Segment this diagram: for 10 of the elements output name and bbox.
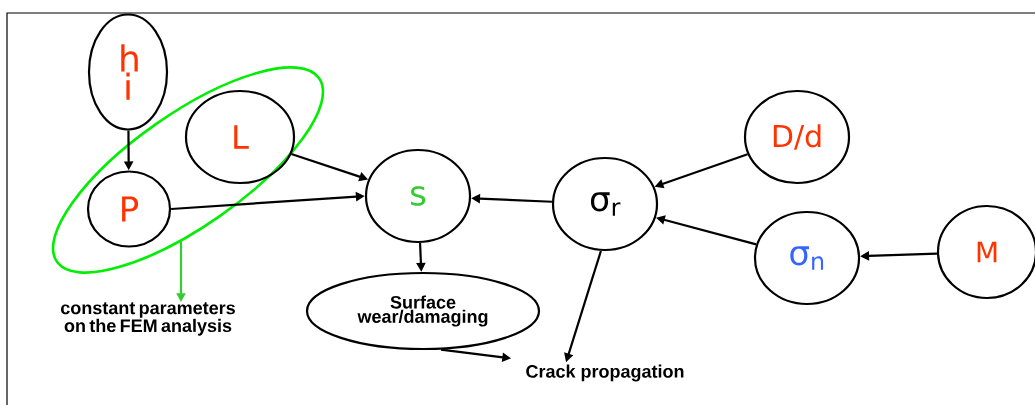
node-label: Crack propagation (526, 364, 684, 382)
ellipse-node: s (364, 148, 472, 244)
ellipse-node: Surface wear/damaging (305, 271, 541, 351)
ellipse-node: h i (87, 13, 169, 131)
ellipse-node: σ$_{n}$ (753, 210, 861, 306)
ellipse-node: D/d (743, 89, 851, 185)
ellipse-node: L (184, 89, 296, 185)
node-label: constant parameters on the FEM analysis (61, 302, 235, 336)
ellipse-node: P (86, 170, 172, 248)
ellipse-node: σ$_{r}$ (551, 156, 659, 252)
